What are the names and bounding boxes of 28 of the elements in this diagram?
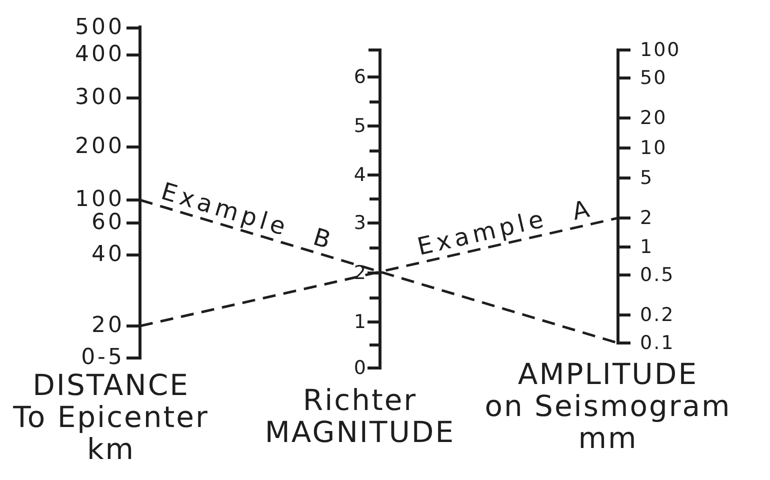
tick-label: 5 [640,168,654,188]
tick-label: 0-5 [81,347,124,370]
tick-label: 1 [640,238,654,257]
tick-label: 2 [640,208,654,228]
tick-label: 300 [75,87,124,110]
tick-label: 400 [75,44,124,66]
tick-label: 0 [354,358,366,378]
axis-title: DISTANCE To Epicenter km [13,369,209,465]
tick-label: 200 [75,136,124,158]
tick-label: 0.2 [640,306,675,325]
tick-label: 4 [354,166,366,185]
tick-label: 40 [92,244,124,266]
axis-title: Richter MAGNITUDE [264,384,456,448]
tick-label: 6 [354,68,366,87]
tick-label: 20 [92,315,124,338]
tick-label: 100 [75,189,124,212]
tick-label: 20 [640,108,668,128]
tick-label: 3 [354,214,366,233]
tick-label: 60 [92,212,124,234]
tick-label: 0.1 [640,334,675,353]
axis-title: AMPLITUDE on Seismogram mm [484,358,732,454]
tick-label: 1 [354,312,366,332]
tick-label: 50 [640,68,668,88]
tick-label: 5 [354,116,366,136]
tick-label: 0.5 [640,266,675,285]
tick-label: 500 [75,17,124,40]
tick-label: 10 [640,138,668,158]
tick-label: 100 [640,40,681,60]
